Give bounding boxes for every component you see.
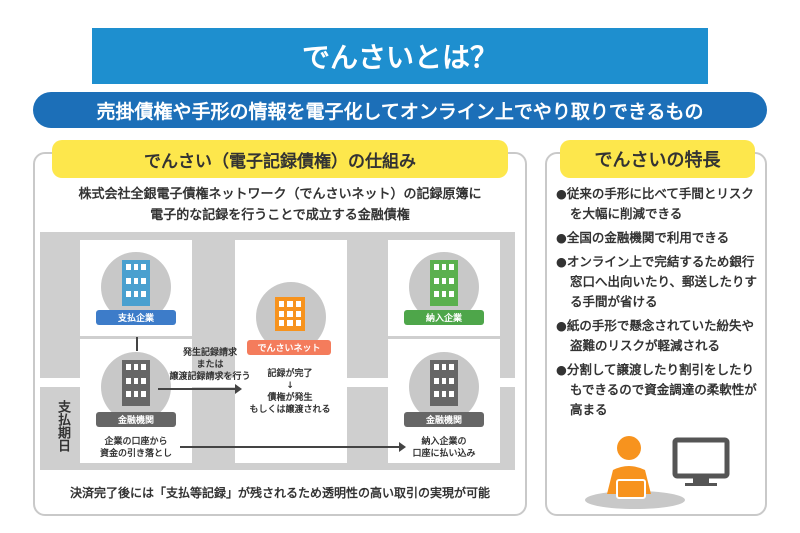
supplier-label: 納入企業 bbox=[404, 310, 484, 325]
request-text: 発生記録請求 または 譲渡記録請求を行う bbox=[169, 348, 251, 382]
features-list: ●従来の手形に比べて手間とリスクを大幅に削減できる ●全国の金融機関で利用できる… bbox=[556, 184, 766, 424]
credit-text: 納入企業の 口座に払い込み bbox=[412, 437, 476, 459]
debit-text: 企業の口座から 資金の引き落とし bbox=[99, 437, 172, 459]
page-title: でんさいとは？ bbox=[92, 28, 708, 84]
mechanism-tab: でんさい（電子記録債権）の仕組み bbox=[52, 140, 508, 178]
person-computer-icon bbox=[585, 436, 730, 509]
down-arrow bbox=[136, 337, 138, 351]
features-panel bbox=[545, 152, 767, 516]
building-icon bbox=[430, 360, 458, 406]
lead-line: 株式会社全銀電子債権ネットワーク（でんさいネット）の記録原簿に bbox=[78, 187, 482, 202]
feature-item: ●紙の手形で懸念されていた紛失や盗難のリスクが軽減される bbox=[556, 318, 755, 353]
building-icon bbox=[122, 260, 150, 306]
due-date-label: 支払期日 bbox=[55, 400, 70, 452]
building-icon bbox=[275, 297, 305, 331]
densai-label: でんさいネット bbox=[247, 340, 331, 355]
supplier-bank-label: 金融機関 bbox=[404, 412, 484, 427]
feature-item: ●分割して譲渡したり割引をしたりもできるので資金調達の柔軟性が高まる bbox=[556, 362, 757, 417]
building-icon bbox=[430, 260, 458, 306]
mechanism-lead: 株式会社全銀電子債権ネットワーク（でんさいネット）の記録原簿に 電子的な記録を行… bbox=[40, 184, 520, 226]
feature-item: ●オンライン上で完結するため銀行窓口へ出向いたり、郵送したりする手間が省ける bbox=[556, 254, 758, 309]
features-tab: でんさいの特長 bbox=[560, 140, 755, 178]
payer-bank-label: 金融機関 bbox=[96, 412, 176, 427]
densai-status: 記録が完了 ↓ 債権が発生 もしくは譲渡される bbox=[249, 369, 331, 415]
payer-label: 支払企業 bbox=[96, 310, 176, 325]
lead-line: 電子的な記録を行うことで成立する金融債権 bbox=[150, 208, 410, 223]
building-icon bbox=[122, 360, 150, 406]
feature-item: ●従来の手形に比べて手間とリスクを大幅に削減できる bbox=[556, 186, 754, 221]
transfer-arrow bbox=[180, 442, 406, 452]
subtitle-banner: 売掛債権や手形の情報を電子化してオンライン上でやり取りできるもの bbox=[33, 92, 767, 128]
request-arrow bbox=[158, 384, 242, 394]
feature-item: ●全国の金融機関で利用できる bbox=[556, 230, 730, 245]
mechanism-footer: 決済完了後には「支払等記録」が残されるため透明性の高い取引の実現が可能 bbox=[69, 486, 490, 500]
